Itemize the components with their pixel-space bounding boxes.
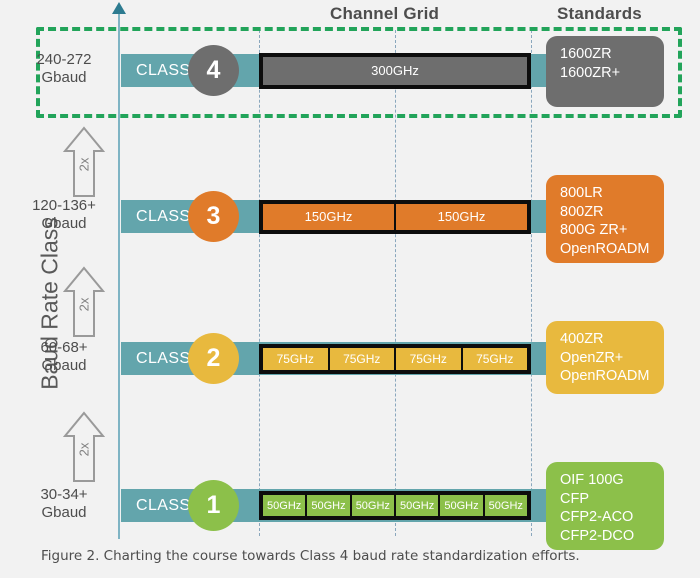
multiplier-arrow: 2x: [62, 265, 106, 339]
standard-name: CFP2-ACO: [560, 509, 634, 525]
class-word-label: CLASS: [136, 208, 191, 225]
up-arrow-icon: [62, 266, 106, 337]
channel-cell: 75GHz: [461, 346, 528, 371]
baud-rate-label: 60-68+Gbaud: [14, 339, 114, 375]
baud-rate-line2: Gbaud: [41, 69, 87, 86]
channel-cell: 75GHz: [262, 346, 329, 371]
baud-rate-label: 30-34+Gbaud: [14, 486, 114, 522]
baud-rate-line2: Gbaud: [41, 357, 87, 374]
standard-name: 800ZR: [560, 203, 604, 220]
grid-line: [259, 30, 260, 536]
standard-name: CFP2-DCO: [560, 527, 635, 544]
standards-box: 1600ZR 1600ZR+: [546, 36, 664, 107]
standard-name: 800LR: [560, 185, 603, 201]
baud-rate-line2: Gbaud: [41, 215, 87, 232]
channel-cell: 150GHz: [262, 202, 395, 231]
class-number-badge: 4: [188, 45, 239, 96]
multiplier-arrow: 2x: [62, 125, 106, 199]
standard-name: 1600ZR: [560, 46, 612, 62]
channel-cell: 50GHz: [439, 494, 484, 517]
class4-highlight-box: [36, 27, 682, 118]
channel-cell: 50GHz: [483, 494, 528, 517]
multiplier-label: 2x: [76, 297, 92, 312]
standard-name: OIF 100G: [560, 472, 624, 488]
standards-box: 400ZR OpenZR+ OpenROADM: [546, 321, 664, 394]
baud-rate-line1: 240-272: [36, 51, 92, 68]
channel-grid-header: Channel Grid: [330, 4, 440, 23]
grid-line: [395, 30, 396, 536]
standard-name: CFP: [560, 490, 589, 507]
standard-name: OpenZR+: [560, 349, 624, 366]
class-number-badge: 1: [188, 480, 239, 531]
class-word-label: CLASS: [136, 350, 191, 367]
multiplier-label: 2x: [76, 157, 92, 172]
baud-rate-line1: 120-136+: [32, 197, 96, 214]
standard-name: 400ZR: [560, 331, 604, 347]
y-axis-line: [118, 12, 120, 539]
standards-box: 800LR 800ZR 800G ZR+ OpenROADM: [546, 175, 664, 263]
multiplier-label: 2x: [76, 442, 92, 457]
up-arrow-icon: [62, 126, 106, 197]
up-arrow-icon: [62, 411, 106, 482]
channel-cell: 300GHz: [262, 55, 528, 86]
channel-cell: 50GHz: [262, 494, 307, 517]
channel-cell: 50GHz: [394, 494, 440, 517]
standard-name: 800G ZR+: [560, 222, 628, 238]
channel-cell: 75GHz: [395, 346, 462, 371]
class-number-badge: 3: [188, 191, 239, 242]
standard-name: OpenROADM: [560, 368, 650, 384]
baud-rate-line1: 30-34+: [40, 486, 88, 503]
standards-box: OIF 100G CFP CFP2-ACO CFP2-DCO: [546, 462, 664, 550]
channel-cell: 50GHz: [306, 494, 351, 517]
baud-rate-line1: 60-68+: [40, 339, 88, 356]
multiplier-arrow: 2x: [62, 410, 106, 484]
channel-cell: 150GHz: [395, 202, 528, 231]
class-number-badge: 2: [188, 333, 239, 384]
channel-cell: 50GHz: [350, 494, 395, 517]
baud-rate-line2: Gbaud: [41, 504, 87, 521]
standard-name: 1600ZR+: [560, 64, 621, 81]
y-axis-arrow-icon: [112, 2, 126, 14]
standards-header: Standards: [557, 4, 642, 23]
baud-rate-label: 120-136+Gbaud: [14, 197, 114, 233]
channel-cell: 75GHz: [328, 346, 395, 371]
figure-caption: Figure 2. Charting the course towards Cl…: [41, 548, 580, 564]
class-word-label: CLASS: [136, 497, 191, 514]
standard-name: OpenROADM: [560, 240, 650, 257]
class-word-label: CLASS: [136, 62, 191, 79]
grid-line: [531, 30, 532, 536]
channel-grid-group: 300GHz: [259, 52, 531, 89]
